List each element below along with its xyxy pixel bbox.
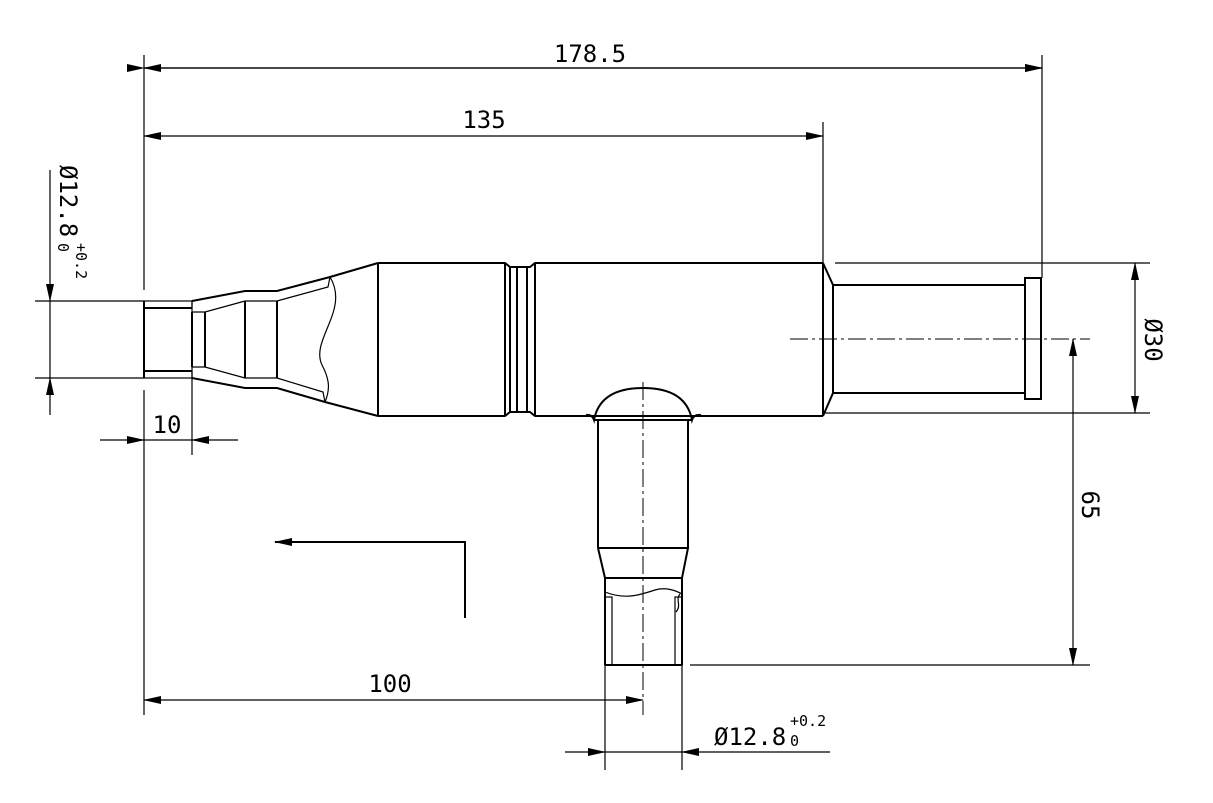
dim-branch-height: 65 — [1076, 491, 1104, 520]
break-line — [319, 276, 337, 403]
dim-branch-position: 100 — [368, 670, 411, 698]
section-view-arrow — [274, 538, 466, 618]
dim-overall-length: 178.5 — [554, 40, 626, 68]
main-body — [377, 262, 1042, 417]
inlet-tube — [143, 262, 379, 417]
dim-body-diameter: Ø30 — [1139, 318, 1167, 361]
dim-left-tol-upper: +0.2 — [72, 243, 90, 279]
dim-body-length: 135 — [462, 106, 505, 134]
dim-branch-tol-lower: 0 — [790, 732, 799, 750]
dim-left-diameter: Ø12.8 — [54, 165, 82, 237]
dim-left-tol-lower: 0 — [54, 243, 72, 252]
dim-branch-tol-upper: +0.2 — [790, 712, 826, 730]
dim-insert-depth: 10 — [153, 411, 182, 439]
dim-branch-diameter: Ø12.8 — [714, 723, 786, 751]
